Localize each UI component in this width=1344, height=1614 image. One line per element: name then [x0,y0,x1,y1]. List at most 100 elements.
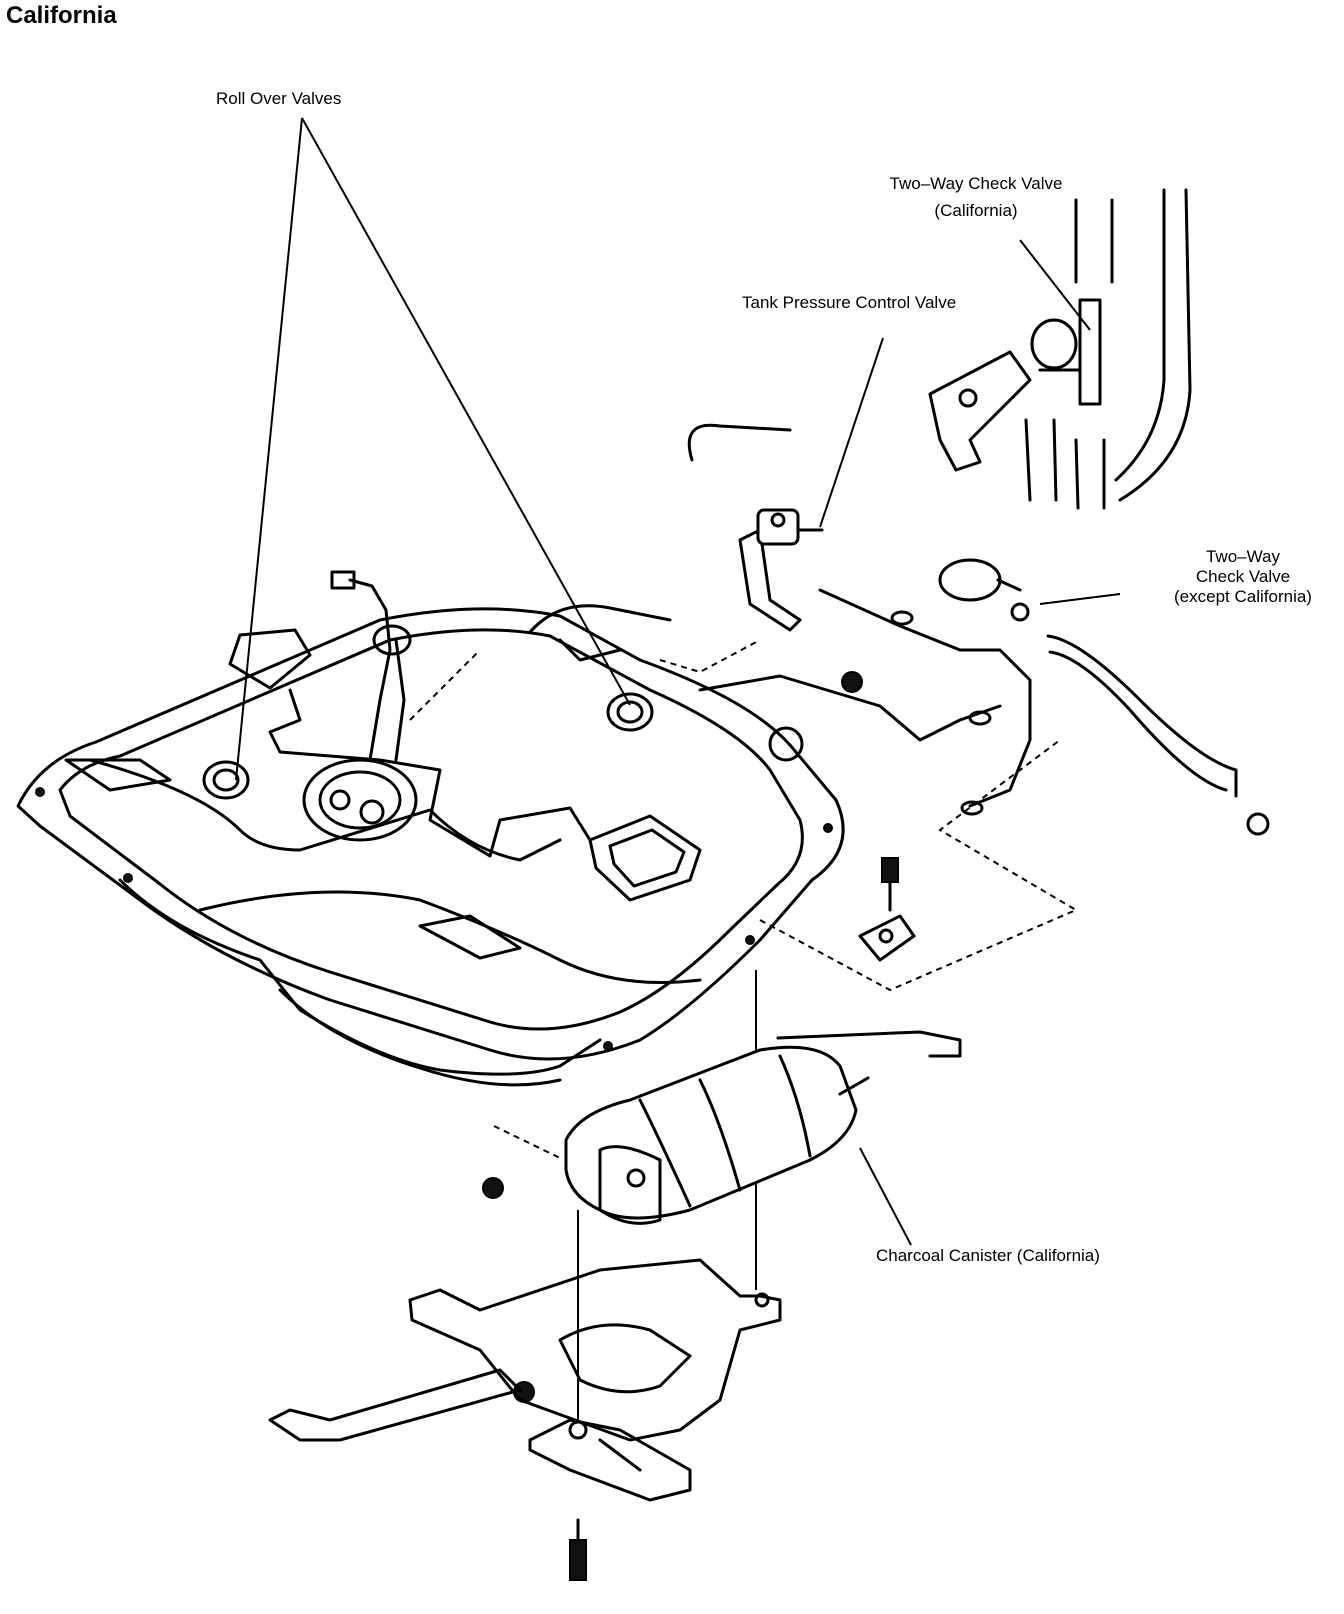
alignment-line-1 [659,639,761,674]
leader-roll-over-valve-right [301,117,631,706]
fuel-tank [16,607,845,1087]
cover-lower-bracket-hole [568,1420,588,1440]
fuel-tank-outline-band [268,688,592,858]
leader-tank-pressure-control-valve [819,337,884,528]
fuel-pump-port-2 [359,799,385,825]
vapor-hose-to-control-valve [687,423,792,462]
cover-arm [268,1368,522,1442]
cover-lower-bracket [528,1418,692,1502]
page-title: California [6,2,117,29]
nut-upper [841,671,863,693]
fuel-pump-flange [302,758,418,842]
ca-hose-bottom-right [1074,438,1106,510]
fuel-tank-raised-pad-inner [608,828,686,888]
tank-bolt-hole-5 [823,823,833,833]
fuel-tank-pocket-left [64,758,172,792]
fuel-tank-flange [16,607,845,1061]
vapor-line-branch [818,588,1032,808]
leader-roll-over-valve-left [235,117,303,781]
ca-hose-bottom-left [1024,418,1058,502]
label-line-2: (California) [934,201,1018,220]
canister-end-cap [598,1145,662,1225]
two-way-check-valve-except-california [938,558,1270,836]
label-roll-over-valves-text: Roll Over Valves [216,89,342,108]
canister-port [626,1168,646,1188]
fuel-pump-wiring-harness [348,578,406,762]
label-line-1: Two–Way [1205,547,1280,566]
label-tank-pressure-control-valve: Tank Pressure Control Valve [742,292,956,313]
fuel-tank-top-ridge [88,758,562,862]
ex-valve-hose-clip [1246,812,1270,836]
roll-over-valve-left-inner [212,768,240,792]
leader-two-way-check-valve-california [1019,239,1091,331]
fuel-pump-port-1 [329,789,351,811]
tank-bolt-hole-1 [35,787,45,797]
alignment-line-2 [409,649,481,721]
alignment-strap-1 [759,739,1079,992]
canister-purge-line [776,1030,962,1058]
roll-over-valves [202,624,654,800]
cover-plate [408,1258,782,1442]
fuel-tank-body-outline [58,628,804,1031]
ca-valve-bracket [928,350,1032,472]
fuel-pump-unit [302,570,418,842]
ex-valve-body [938,558,1002,602]
ca-valve-body [1030,318,1078,370]
ex-valve-port [996,578,1022,592]
vapor-line-main [698,674,1002,742]
alignment-strap-2 [493,1125,561,1159]
label-charcoal-canister-text: Charcoal Canister (California) [876,1246,1100,1265]
tank-bolt-hole-4 [745,935,755,945]
fuel-pump-inner-ring [318,770,402,830]
label-line-2: Check Valve [1195,567,1291,586]
mounting-hardware [482,671,1079,1581]
cover-lower-bracket-rib [598,1438,642,1472]
label-line-3: (except California) [1174,587,1312,606]
ex-valve-clip [1010,602,1030,622]
fuel-pump-connector [330,570,356,590]
roll-over-valve-left [202,760,250,800]
label-line-1: Two–Way Check Valve [889,174,1063,193]
roll-over-valve-right-inner [616,700,644,724]
canister-nipple [838,1076,870,1096]
fuel-tank-center-ridge [198,890,702,984]
tank-bolt-hole-2 [123,873,133,883]
ca-hose-top [1074,198,1114,284]
bolt-head-bottom [569,1539,587,1581]
canister-band-2 [698,1078,742,1192]
charcoal-canister [564,1030,962,1225]
ex-valve-hose-edge [1048,650,1228,792]
vapor-lines [409,423,1032,816]
strap-bracket-hole [878,928,894,944]
canister-band-1 [638,1098,692,1208]
label-two-way-check-valve-california: Two–Way Check Valve (California) [866,173,1086,221]
canister-body [564,1045,858,1220]
line-fitting-3 [960,800,984,816]
nut-canister [482,1177,504,1199]
cover-mount-hole [754,1292,770,1308]
label-roll-over-valves: Roll Over Valves [216,88,341,109]
line-fitting-1 [890,610,914,626]
leader-charcoal-canister [859,1147,912,1246]
fuel-tank-filler-neck [768,726,804,762]
strap-bracket-right [858,914,916,962]
bolt-head-right [881,857,899,883]
leader-two-way-check-valve-except-california [1039,593,1121,605]
line-fitting-2 [968,710,992,726]
grommet-top [372,624,412,656]
leader-lines [235,117,1121,1246]
ex-valve-hose [1046,634,1238,798]
cover-opening [558,1323,692,1394]
label-charcoal-canister: Charcoal Canister (California) [876,1245,1100,1266]
fuel-tank-top-plate [228,628,312,690]
two-way-check-valve-california [928,188,1192,510]
roll-over-valve-right [606,692,654,732]
ca-valve-bracket-hole [958,388,978,408]
fuel-tank-bottom-edge [278,988,562,1087]
canister-cover [268,1258,782,1502]
vapor-line-top [528,604,672,662]
tank-bolt-hole-3 [603,1041,613,1051]
label-tank-pressure-control-valve-text: Tank Pressure Control Valve [742,293,957,312]
ca-vehicle-body-panel [1114,188,1192,502]
